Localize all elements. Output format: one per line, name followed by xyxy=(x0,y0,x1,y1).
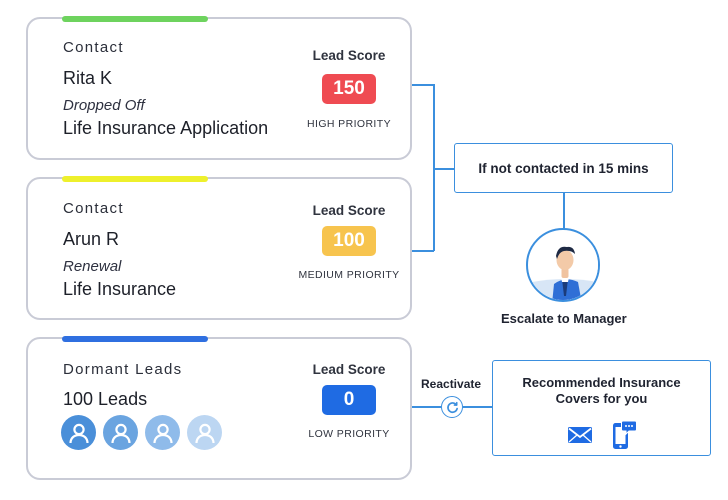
card-accent-bar xyxy=(62,16,208,22)
card-section-label: Dormant Leads xyxy=(63,361,183,378)
dormant-leads-card[interactable]: Dormant Leads 100 Leads Lead Score 0 LOW… xyxy=(26,336,412,480)
lead-score-badge: 100 xyxy=(322,226,376,256)
lead-score-label: Lead Score xyxy=(312,48,386,63)
user-avatar-icon xyxy=(145,415,180,450)
contact-status: Dropped Off xyxy=(63,97,145,114)
lead-score-badge: 150 xyxy=(322,74,376,104)
priority-label: MEDIUM PRIORITY xyxy=(298,269,400,281)
recommend-title: Recommended Insurance Covers for you xyxy=(522,375,681,406)
user-avatar-icon xyxy=(187,415,222,450)
product-name: Life Insurance Application xyxy=(63,118,269,138)
card-accent-bar xyxy=(62,336,208,342)
card-accent-bar xyxy=(62,176,208,182)
card-section-label: Contact xyxy=(63,39,124,56)
email-icon xyxy=(567,426,593,448)
contact-name: Arun R xyxy=(63,229,120,249)
product-name: Life Insurance xyxy=(63,279,177,299)
lead-avatars xyxy=(61,415,222,450)
connector-line xyxy=(412,84,434,86)
escalation-condition-box: If not contacted in 15 mins xyxy=(454,143,673,193)
reactivate-label: Reactivate xyxy=(421,377,482,391)
connector-line xyxy=(412,406,441,408)
manager-avatar xyxy=(526,228,600,302)
lead-card-rita[interactable]: Contact Rita K Dropped Off Life Insuranc… xyxy=(26,16,412,160)
contact-status: Renewal xyxy=(63,258,122,275)
lead-score-badge: 0 xyxy=(322,385,376,415)
recommended-covers-box[interactable]: Recommended Insurance Covers for you xyxy=(492,360,711,456)
lead-score-label: Lead Score xyxy=(312,362,386,377)
priority-label: HIGH PRIORITY xyxy=(307,118,391,130)
lead-score-label: Lead Score xyxy=(312,203,386,218)
contact-name: Rita K xyxy=(63,68,113,88)
channel-icons xyxy=(567,420,637,454)
connector-line xyxy=(412,250,434,252)
card-section-label: Contact xyxy=(63,200,124,217)
connector-line xyxy=(433,168,455,170)
mobile-chat-icon xyxy=(611,420,637,454)
lead-count: 100 Leads xyxy=(63,389,148,409)
connector-line xyxy=(463,406,492,408)
escalate-caption: Escalate to Manager xyxy=(501,311,627,326)
priority-label: LOW PRIORITY xyxy=(308,428,390,440)
user-avatar-icon xyxy=(103,415,138,450)
connector-line xyxy=(563,193,565,229)
lead-card-arun[interactable]: Contact Arun R Renewal Life Insurance Le… xyxy=(26,176,412,320)
connector-line xyxy=(433,84,435,251)
reactivate-refresh-icon[interactable] xyxy=(441,396,463,418)
user-avatar-icon xyxy=(61,415,96,450)
